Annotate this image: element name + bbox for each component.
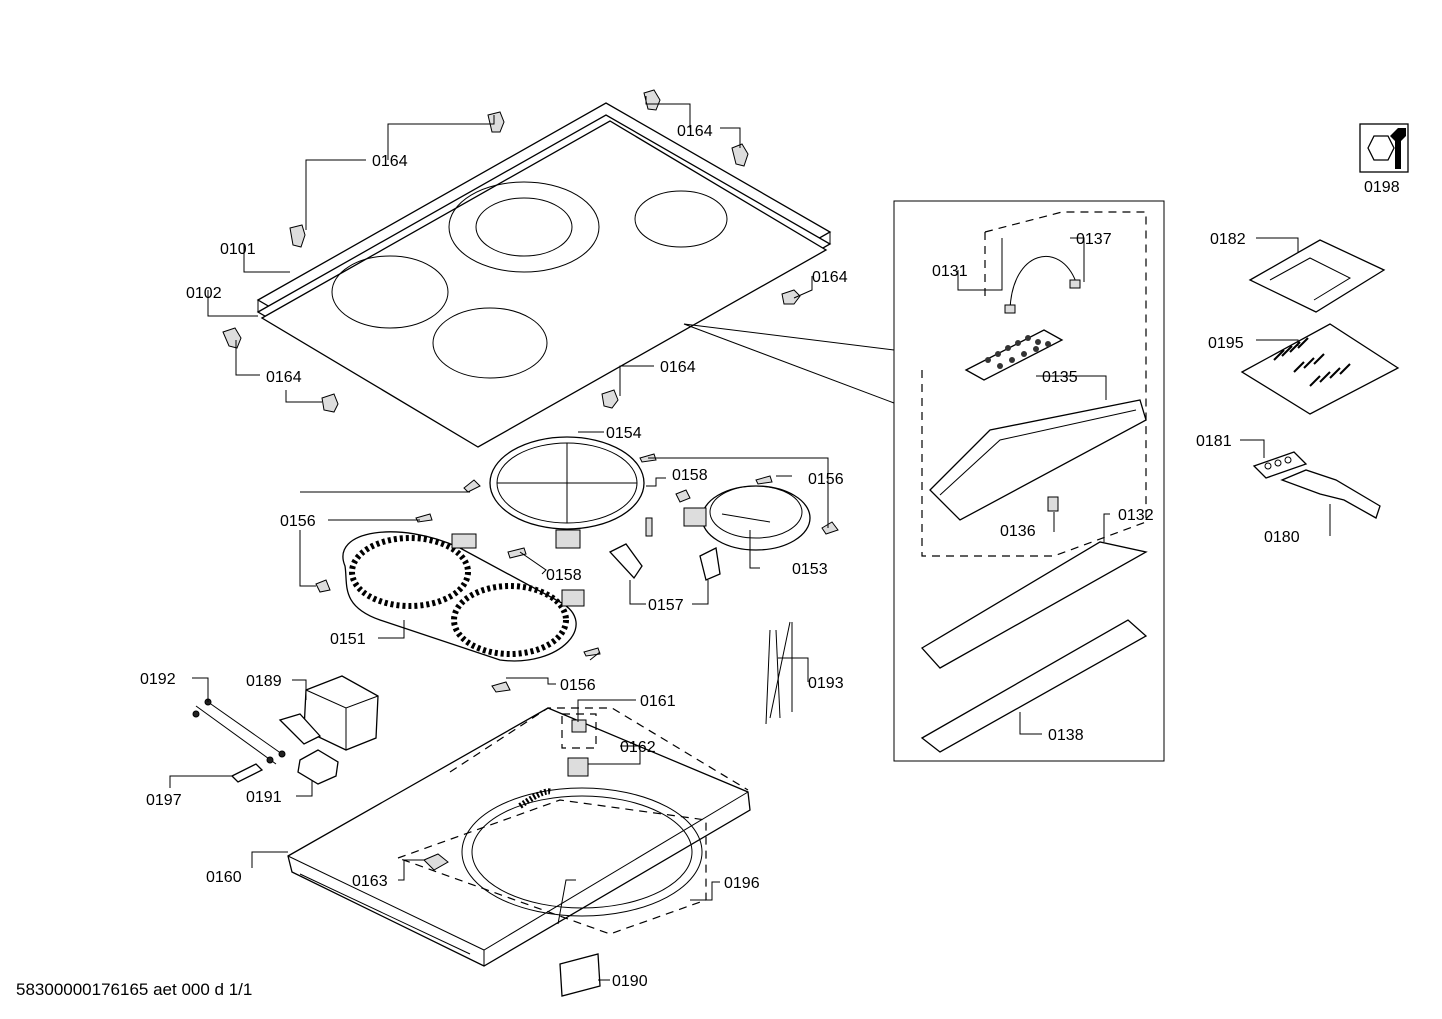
label-0131: 0131 xyxy=(932,263,968,280)
label-0138: 0138 xyxy=(1048,727,1084,744)
part-number-labels: 0101 0102 0164 0164 0164 0164 0164 0131 … xyxy=(140,123,1400,990)
label-0158: 0158 xyxy=(546,567,582,584)
label-0180: 0180 xyxy=(1264,529,1300,546)
bottom-housing xyxy=(287,707,751,997)
label-0102: 0102 xyxy=(186,285,222,302)
label-0101: 0101 xyxy=(220,241,256,258)
label-0198: 0198 xyxy=(1364,179,1400,196)
label-0157: 0157 xyxy=(648,597,684,614)
accessory-parts xyxy=(1240,123,1409,519)
label-0190: 0190 xyxy=(612,973,648,990)
glass-ceramic-cooktop xyxy=(256,102,832,448)
label-0164: 0164 xyxy=(266,369,302,386)
label-0151: 0151 xyxy=(330,631,366,648)
label-0163: 0163 xyxy=(352,873,388,890)
label-0181: 0181 xyxy=(1196,433,1232,450)
label-0182: 0182 xyxy=(1210,231,1246,248)
label-0156: 0156 xyxy=(560,677,596,694)
label-0197: 0197 xyxy=(146,792,182,809)
label-0191: 0191 xyxy=(246,789,282,806)
label-0156: 0156 xyxy=(280,513,316,530)
label-0154: 0154 xyxy=(606,425,642,442)
label-0164: 0164 xyxy=(372,153,408,170)
label-0136: 0136 xyxy=(1000,523,1036,540)
label-0158: 0158 xyxy=(672,467,708,484)
label-0164: 0164 xyxy=(812,269,848,286)
label-0196: 0196 xyxy=(724,875,760,892)
control-module-box xyxy=(683,200,1165,762)
label-0192: 0192 xyxy=(140,671,176,688)
label-0195: 0195 xyxy=(1208,335,1244,352)
leader-lines xyxy=(169,96,1331,981)
label-0162: 0162 xyxy=(620,739,656,756)
label-0161: 0161 xyxy=(640,693,676,710)
label-0189: 0189 xyxy=(246,673,282,690)
label-0164: 0164 xyxy=(660,359,696,376)
label-0132: 0132 xyxy=(1118,507,1154,524)
label-0137: 0137 xyxy=(1076,231,1112,248)
label-0153: 0153 xyxy=(792,561,828,578)
label-0164: 0164 xyxy=(677,123,713,140)
document-code: 58300000176165 aet 000 d 1/1 xyxy=(16,980,253,999)
radiant-heaters xyxy=(315,436,839,725)
label-0135: 0135 xyxy=(1042,369,1078,386)
label-0156: 0156 xyxy=(808,471,844,488)
label-0160: 0160 xyxy=(206,869,242,886)
bracket-parts xyxy=(192,675,379,785)
label-0193: 0193 xyxy=(808,675,844,692)
